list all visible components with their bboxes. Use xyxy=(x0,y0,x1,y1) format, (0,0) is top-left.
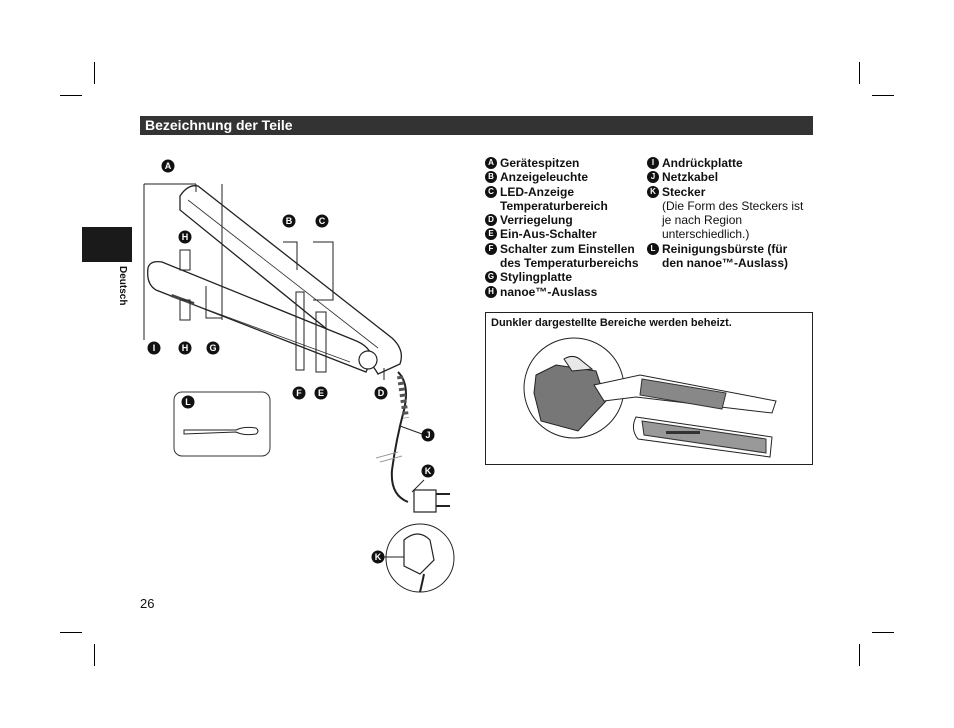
label-k-top: K xyxy=(421,464,435,478)
svg-text:B: B xyxy=(286,216,293,226)
heated-area-note: Dunkler dargestellte Bereiche werden beh… xyxy=(491,317,732,329)
badge-a: A xyxy=(485,157,497,169)
crop-mark xyxy=(60,632,82,633)
part-note: je nach Region xyxy=(662,213,743,228)
svg-text:I: I xyxy=(153,343,156,353)
part-label: Netzkabel xyxy=(662,170,719,185)
part-label: nanoe™-Auslass xyxy=(500,284,598,299)
label-h-bottom: H xyxy=(178,341,192,355)
svg-text:C: C xyxy=(319,216,326,226)
badge-d: D xyxy=(485,214,497,227)
badge-j: J xyxy=(647,171,659,184)
crop-mark xyxy=(859,644,860,666)
crop-mark xyxy=(859,62,860,84)
badge-k: K xyxy=(647,185,659,198)
heated-area-box: Dunkler dargestellte Bereiche werden beh… xyxy=(485,312,813,465)
part-note: (Die Form des Steckers ist xyxy=(662,198,804,213)
label-a: A xyxy=(161,159,175,173)
part-label: Andrückplatte xyxy=(662,156,743,170)
svg-text:K: K xyxy=(425,466,432,476)
badge-i: I xyxy=(647,157,659,169)
label-b: B xyxy=(282,214,296,228)
part-label: Temperaturbereich xyxy=(500,198,608,213)
label-j: J xyxy=(421,428,435,442)
svg-text:A: A xyxy=(165,161,172,171)
part-label: Ein-Aus-Schalter xyxy=(500,227,597,242)
crop-mark xyxy=(60,95,82,96)
section-title: Bezeichnung der Teile xyxy=(140,116,813,135)
svg-text:H: H xyxy=(182,232,189,242)
label-d: D xyxy=(374,386,388,400)
badge-c: C xyxy=(485,185,497,198)
svg-text:E: E xyxy=(318,388,324,398)
crop-mark xyxy=(872,632,894,633)
part-note: unterschiedlich.) xyxy=(662,227,750,242)
brush-inset xyxy=(173,391,271,457)
part-label: Gerätespitzen xyxy=(500,156,580,170)
label-l: L xyxy=(181,395,195,409)
part-label: LED-Anzeige xyxy=(500,184,575,199)
svg-text:J: J xyxy=(425,430,430,440)
part-label: Anzeigeleuchte xyxy=(500,170,589,185)
svg-text:F: F xyxy=(296,388,302,398)
heated-plates-illustration xyxy=(523,337,777,458)
crop-mark xyxy=(94,62,95,84)
label-g: G xyxy=(206,341,220,355)
crop-mark xyxy=(94,644,95,666)
cleaning-brush xyxy=(183,426,259,436)
part-label: Stylingplatte xyxy=(500,270,573,285)
part-label: Schalter zum Einstellen xyxy=(500,241,635,256)
label-k-bottom: K xyxy=(371,550,385,564)
badge-f: F xyxy=(485,242,497,255)
svg-text:D: D xyxy=(378,388,385,398)
crop-mark xyxy=(872,95,894,96)
svg-text:L: L xyxy=(185,397,191,407)
part-label: Reinigungsbürste (für xyxy=(662,241,788,256)
label-h-top: H xyxy=(178,230,192,244)
label-f: F xyxy=(292,386,306,400)
svg-text:K: K xyxy=(375,552,382,562)
part-label: den nanoe™-Auslass) xyxy=(662,256,789,271)
language-tab xyxy=(82,227,132,262)
part-label: Verriegelung xyxy=(500,213,573,228)
power-cord xyxy=(390,371,409,503)
plug xyxy=(413,489,437,513)
svg-text:G: G xyxy=(209,343,216,353)
badge-g: G xyxy=(485,271,497,284)
label-c: C xyxy=(315,214,329,228)
label-i: I xyxy=(147,341,161,355)
svg-text:H: H xyxy=(182,343,189,353)
page-number: 26 xyxy=(140,596,155,611)
part-label: des Temperaturbereichs xyxy=(500,256,639,271)
badge-l: L xyxy=(647,242,659,255)
badge-b: B xyxy=(485,171,497,184)
badge-h: H xyxy=(485,285,497,298)
label-e: E xyxy=(314,386,328,400)
part-label: Stecker xyxy=(662,184,706,199)
badge-e: E xyxy=(485,228,497,241)
